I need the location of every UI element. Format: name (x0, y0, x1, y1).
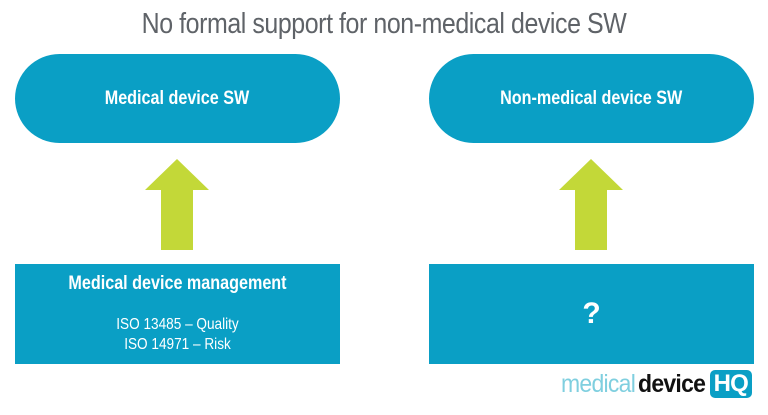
medical-device-management-box: Medical device management ISO 13485 – Qu… (15, 264, 340, 364)
pill-label: Medical device SW (105, 87, 250, 109)
box-heading: Medical device management (68, 273, 287, 294)
unknown-management-box: ? (429, 264, 754, 364)
logo-part-medical: medical (561, 369, 636, 398)
standard-quality: ISO 13485 – Quality (116, 316, 239, 333)
standards-list: ISO 13485 – Quality ISO 14971 – Risk (15, 315, 340, 355)
pill-label: Non-medical device SW (500, 87, 683, 109)
logo-part-hq: HQ (709, 370, 752, 398)
logo-part-device: device (637, 369, 706, 398)
standard-risk: ISO 14971 – Risk (124, 336, 231, 353)
medicaldevicehq-logo: medical device HQ (561, 369, 752, 399)
diagram-title: No formal support for non-medical device… (141, 8, 627, 40)
non-medical-device-sw-pill: Non-medical device SW (429, 54, 754, 143)
medical-device-sw-pill: Medical device SW (15, 54, 340, 143)
question-mark: ? (582, 297, 601, 330)
arrow-up-icon (559, 159, 623, 250)
arrow-up-icon (145, 159, 209, 250)
